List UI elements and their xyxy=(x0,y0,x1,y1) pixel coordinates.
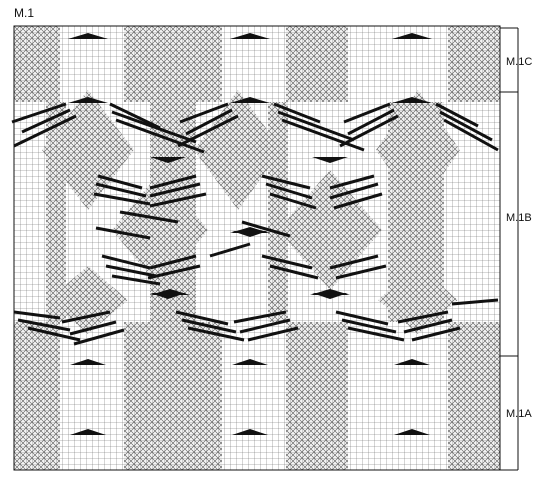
sloped-bar-symbol xyxy=(241,220,291,238)
sloped-bar-symbol xyxy=(411,326,461,342)
triangle-symbol xyxy=(68,33,108,39)
sloped-bar-symbol xyxy=(147,264,201,280)
triangle-symbol xyxy=(70,429,106,435)
triangle-symbol xyxy=(230,33,270,39)
triangle-symbol xyxy=(232,429,268,435)
sloped-bar-symbol xyxy=(17,318,71,332)
sloped-bar-symbol xyxy=(69,320,117,336)
sloped-bar-symbol xyxy=(329,254,379,270)
triangle-symbol xyxy=(70,359,106,365)
triangle-symbol xyxy=(392,97,432,103)
sloped-bar-symbol xyxy=(179,102,229,124)
sloped-bar-symbol xyxy=(181,318,237,334)
sloped-bar-symbol xyxy=(111,274,161,286)
sloped-bar-symbol xyxy=(109,102,161,130)
sloped-bar-symbol xyxy=(149,192,207,208)
sloped-bar-symbol xyxy=(281,118,365,152)
sloped-bar-symbol xyxy=(177,114,239,148)
sloped-bar-symbol xyxy=(95,182,147,198)
sloped-bar-symbol xyxy=(13,310,61,320)
sloped-bar-symbol xyxy=(335,310,389,326)
sloped-bar-symbol xyxy=(11,102,67,124)
sloped-bar-symbol xyxy=(247,326,299,342)
sloped-bar-symbol xyxy=(273,102,321,124)
sloped-bar-symbol xyxy=(175,310,229,326)
sloped-bar-symbol xyxy=(343,102,391,124)
chart-border xyxy=(13,25,501,471)
chart-symbols xyxy=(11,33,499,435)
triangle-symbol xyxy=(232,359,268,365)
sloped-bar-symbol xyxy=(93,192,151,206)
triangle-symbol xyxy=(150,293,186,299)
sloped-bar-symbol xyxy=(333,192,383,210)
sloped-bar-symbol xyxy=(277,110,355,142)
sloped-bar-symbol xyxy=(149,182,201,198)
sloped-bar-symbol xyxy=(149,254,197,270)
sloped-bar-symbol xyxy=(101,254,151,270)
sloped-bar-symbol xyxy=(329,182,379,200)
triangle-symbol xyxy=(394,429,430,435)
sloped-bar-symbol xyxy=(403,318,453,334)
sloped-bar-symbol xyxy=(265,182,313,200)
sloped-bar-symbol xyxy=(347,326,405,342)
sloped-bar-symbol xyxy=(61,310,111,324)
sloped-bar-symbol xyxy=(21,108,71,134)
triangle-symbol xyxy=(232,231,268,237)
triangle-symbol xyxy=(230,97,270,103)
triangle-symbol xyxy=(312,157,348,163)
sloped-bar-symbol xyxy=(341,318,397,334)
section-label-m1a: M.1A xyxy=(506,408,532,420)
sloped-bar-symbol xyxy=(339,114,399,148)
sloped-bar-symbol xyxy=(261,254,313,270)
sloped-bar-symbol xyxy=(95,226,151,240)
sloped-bar-symbol xyxy=(439,110,493,142)
sloped-bar-symbol xyxy=(187,326,245,342)
triangle-symbol xyxy=(68,97,108,103)
sloped-bar-symbol xyxy=(185,108,233,136)
section-brackets xyxy=(500,27,519,471)
sloped-bar-symbol xyxy=(209,242,251,258)
triangle-symbol xyxy=(150,157,186,163)
sloped-bar-symbol xyxy=(27,326,81,342)
sloped-bar-symbol xyxy=(261,174,311,190)
sloped-bar-symbol xyxy=(119,210,179,224)
sloped-bar-symbol xyxy=(233,310,287,324)
sloped-bar-symbol xyxy=(443,118,499,152)
sloped-bar-symbol xyxy=(435,102,479,128)
sloped-bar-symbol xyxy=(451,298,499,306)
sloped-bar-symbol xyxy=(239,318,291,334)
triangle-symbol xyxy=(394,359,430,365)
sloped-bar-symbol xyxy=(149,174,197,190)
sloped-bar-symbol xyxy=(73,328,125,346)
sloped-bar-symbol xyxy=(269,264,319,280)
chart-title: M.1 xyxy=(14,6,35,20)
sloped-bar-symbol xyxy=(335,264,387,280)
sloped-bar-symbol xyxy=(269,192,317,210)
grid-lines xyxy=(14,26,500,470)
sloped-bar-symbol xyxy=(105,264,157,278)
section-label-m1b: M.1B xyxy=(506,212,532,224)
sloped-bar-symbol xyxy=(13,114,77,148)
triangle-symbol xyxy=(392,33,432,39)
sloped-bar-symbol xyxy=(97,174,143,190)
sloped-bar-symbol xyxy=(347,108,395,136)
sloped-bar-symbol xyxy=(111,110,197,144)
sloped-bar-symbol xyxy=(397,310,449,324)
sloped-bar-symbol xyxy=(115,118,205,154)
triangle-symbol xyxy=(312,293,348,299)
section-label-m1c: M.1C xyxy=(506,56,533,68)
sloped-bar-symbol xyxy=(329,174,375,190)
